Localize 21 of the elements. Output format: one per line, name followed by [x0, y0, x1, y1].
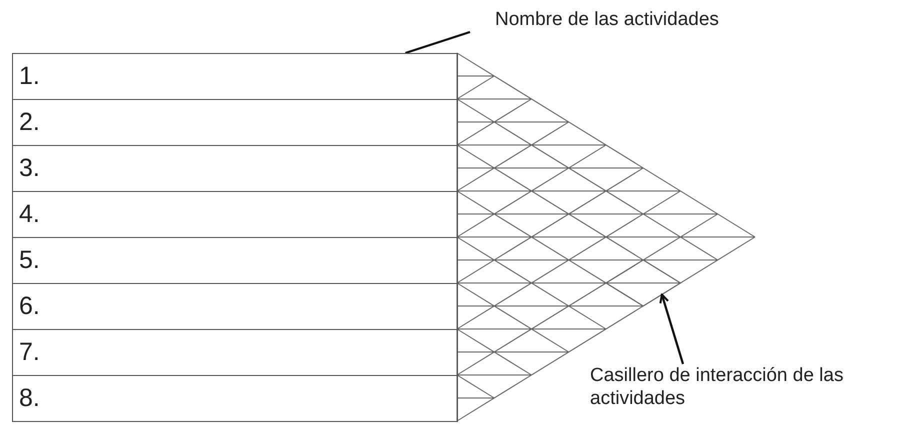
row-number: 8. — [19, 383, 40, 413]
row-number: 6. — [19, 291, 40, 321]
table-row — [12, 191, 458, 238]
leader-line — [405, 30, 470, 54]
row-number: 3. — [19, 153, 40, 183]
table-row — [12, 237, 458, 284]
table-row — [12, 53, 458, 100]
table-row — [12, 283, 458, 330]
callout-text: Nombre de las actividades — [495, 8, 719, 31]
table-row — [12, 329, 458, 376]
row-number: 7. — [19, 337, 40, 367]
table-row — [12, 375, 458, 422]
callout-text: Casillero de interacción de las actividades — [590, 364, 890, 410]
matrix-cell — [605, 259, 682, 307]
table-row — [12, 145, 458, 192]
row-number: 5. — [19, 245, 40, 275]
arrow — [659, 294, 684, 364]
row-number: 1. — [19, 61, 40, 91]
row-number: 4. — [19, 199, 40, 229]
row-number: 2. — [19, 107, 40, 137]
table-row — [12, 99, 458, 146]
